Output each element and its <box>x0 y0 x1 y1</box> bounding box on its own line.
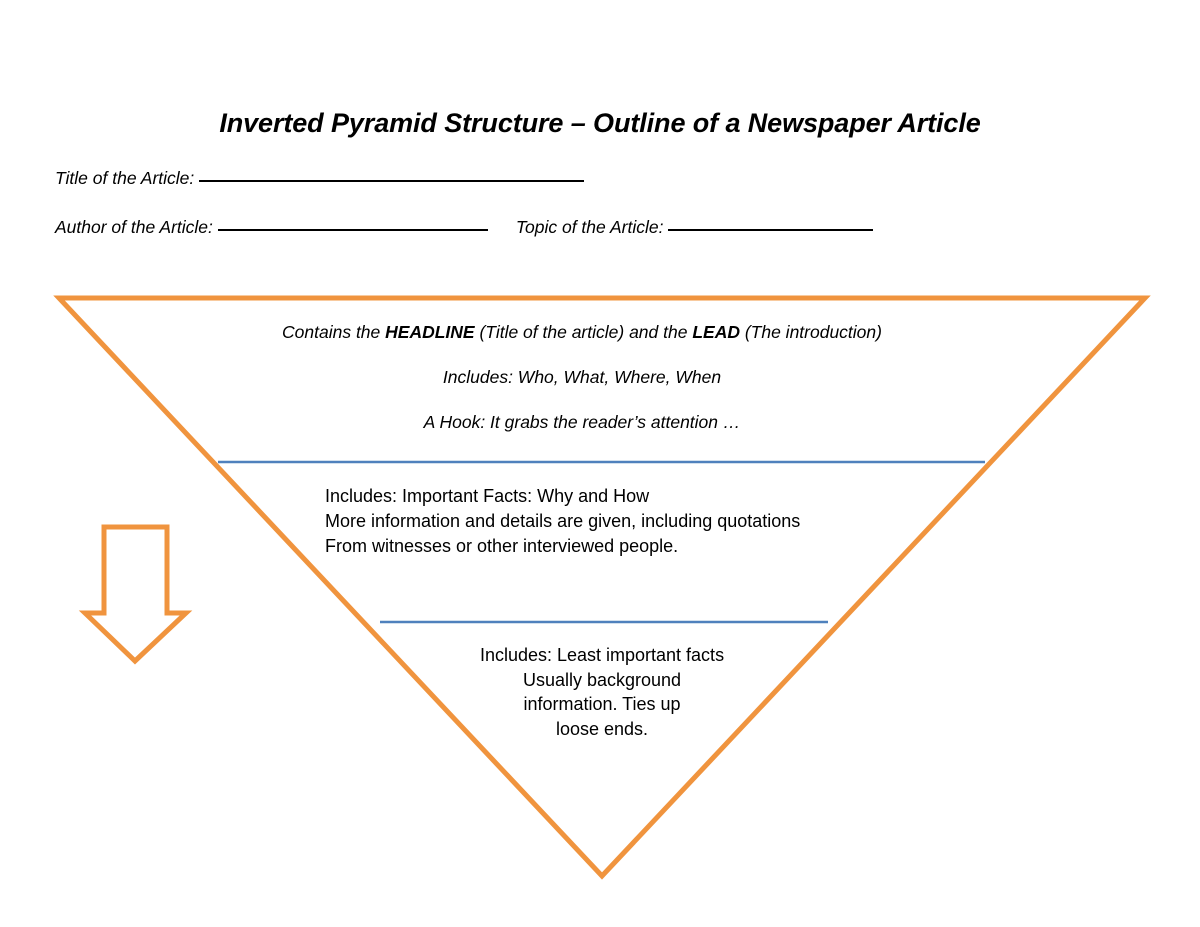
topic-field-label: Topic of the Article: <box>515 217 664 237</box>
pyramid-top-line-1: Contains the HEADLINE (Title of the arti… <box>182 322 982 343</box>
pyramid-middle-line-2: More information and details are given, … <box>325 511 801 531</box>
page-title: Inverted Pyramid Structure – Outline of … <box>219 108 981 138</box>
pyramid-top-section: Contains the HEADLINE (Title of the arti… <box>182 322 982 433</box>
author-field-input[interactable] <box>217 217 488 231</box>
pyramid-bottom-line-2: Usually background <box>522 669 682 690</box>
title-field-input[interactable] <box>199 168 585 182</box>
author-field-label: Author of the Article: <box>55 217 213 237</box>
title-field-row: Title of the Article: <box>55 168 588 189</box>
pyramid-bottom-line-1: Includes: Least important facts <box>479 645 725 665</box>
top-line1-part2: (Title of the article) and the <box>474 322 693 342</box>
top-line1-part1: Contains the <box>282 322 386 342</box>
pyramid-top-line-2: Includes: Who, What, Where, When <box>442 367 722 387</box>
pyramid-bottom-line-4: loose ends. <box>555 718 649 739</box>
headline-emphasis: HEADLINE <box>385 322 475 342</box>
author-topic-field-row: Author of the Article: Topic of the Artic… <box>55 217 877 238</box>
title-field-label: Title of the Article: <box>55 168 195 188</box>
pyramid-middle-line-3: From witnesses or other interviewed peop… <box>325 536 679 556</box>
pyramid-middle-section: Includes: Important Facts: Why and How M… <box>325 484 945 559</box>
lead-emphasis: LEAD <box>692 322 740 342</box>
down-arrow-icon <box>78 524 193 665</box>
pyramid-bottom-line-3: information. Ties up <box>523 694 681 714</box>
pyramid-top-line-3: A Hook: It grabs the reader’s attention … <box>423 412 741 432</box>
pyramid-bottom-section: Includes: Least important facts Usually … <box>372 643 832 741</box>
topic-field-input[interactable] <box>668 217 874 231</box>
top-line1-part3: (The introduction) <box>739 322 882 342</box>
pyramid-middle-line-1: Includes: Important Facts: Why and How <box>325 486 650 506</box>
